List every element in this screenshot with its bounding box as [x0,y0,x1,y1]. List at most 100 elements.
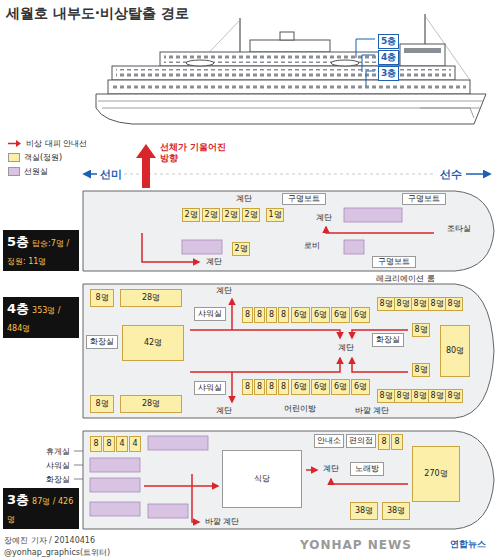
room-box: 8명 [428,389,446,403]
room-label: 2명 [184,211,197,219]
room-label: 8 [257,383,262,391]
room-box: 6명 [331,307,350,323]
room-label: 28명 [142,294,160,302]
room-box: 6명 [311,379,330,395]
room-label: 6명 [334,383,347,391]
room-box: 구명보트 [402,193,446,205]
room-label: 샤워실 [198,310,222,318]
legend-swatch [8,153,20,162]
ship-side-view [96,14,486,124]
room-box: 8명 [377,297,395,311]
legend-swatch [8,167,20,176]
room-box: 8 [278,307,289,323]
direction-label: 선미 [100,167,122,182]
room-label: 계단 [206,258,222,266]
room-label: 8명 [95,400,108,408]
room-box: 계단 [212,285,236,297]
room-label: 8 [281,311,286,319]
legend-item: 비상 대피 안내선 [8,136,87,150]
room-box: 계단 [232,193,256,205]
direction-label: 선수 [440,167,462,182]
room-label: 6명 [294,383,307,391]
deck-plan: 8844식당안내소편의점88계단노래방270명38명38명바깥 계단3층87명 … [82,430,495,530]
room-label: 구명보트 [378,258,410,266]
deck-label: 5층 [7,234,29,249]
room-label: 4 [132,440,137,448]
room-label: 8명 [430,392,443,400]
title: 세월호 내부도·비상탈출 경로 [6,5,189,23]
room-box: 8 [278,379,289,395]
room-box: 8명 [411,389,429,403]
room-box: 38명 [382,502,410,520]
room-box: 8 [391,434,403,450]
room-label: 8 [394,438,399,446]
hull-shape [83,191,494,271]
room-label: 6명 [314,311,327,319]
room-box: 6명 [291,307,310,323]
room-box: 계단 [202,256,226,268]
room-box: 8명 [90,289,114,307]
deck-label: 3층 [7,492,29,507]
room-label: 6명 [354,311,367,319]
room-label: 8 [269,383,274,391]
evacuation-route [352,358,408,372]
room-box: 270명 [412,446,460,502]
legend-text: 비상 대피 안내선 [26,138,87,149]
room-box: 계단 [212,405,236,417]
room-label: 8 [106,440,111,448]
room-label: 식당 [254,475,270,483]
room-label: 8 [381,438,386,446]
room-label: 화장실 [376,336,400,344]
room-box: 4 [116,436,128,452]
room-label: 38명 [387,507,405,515]
legend-item: 선원실 [8,164,87,178]
evacuation-route [231,299,233,330]
evacuation-route [326,227,434,233]
room-label: 42명 [144,339,162,347]
room-box: 28명 [120,289,182,307]
room-box: 2명 [222,208,240,222]
room-box: 6명 [351,379,370,395]
room-box: 8명 [445,297,463,311]
room-box: 2명 [232,242,250,256]
room-label: 8명 [447,392,460,400]
room-box: 8명 [412,363,430,377]
evacuation-route [306,469,317,471]
room-box: 식당 [222,450,302,508]
room-label: 4 [119,440,124,448]
room-label: 계단 [216,407,232,415]
room-box: 바깥 계단 [352,405,392,417]
room-label: 조타실 [447,225,471,233]
deck-heading: 4층353명 / 484명 [3,297,79,338]
evacuation-route [190,330,340,338]
room-label: 8명 [379,392,392,400]
room-label: 38명 [355,507,373,515]
room-label: 270명 [424,470,447,478]
room-label: 2명 [204,211,217,219]
room-box: 안내소 [314,434,344,448]
legend-text: 선원실 [24,166,48,177]
room-box: 8명 [377,389,395,403]
room-label: 8명 [396,300,409,308]
room-box: 8 [254,379,265,395]
room-label: 8 [245,383,250,391]
crew-room [90,478,140,492]
floor-callout: 5층 [378,34,399,49]
room-label: 8명 [447,300,460,308]
room-box: 8명 [412,323,430,337]
room-box: 6명 [351,307,370,323]
room-box: 8 [90,436,102,452]
legend-text: 객실(정원) [24,152,62,163]
room-box: 8 [103,436,115,452]
credit-text: @yonhap_graphics(트위터) [4,547,110,558]
room-name: 샤워실 [46,460,70,471]
room-box: 편의점 [346,434,376,448]
callout-leaders [356,39,375,86]
room-box: 4 [129,436,141,452]
legend-item: 객실(정원) [8,150,87,164]
room-box: 8명 [394,389,412,403]
room-box: 38명 [350,502,378,520]
floor-callout: 3층 [378,66,399,81]
room-box: 80명 [440,325,470,377]
room-label: 8명 [396,392,409,400]
